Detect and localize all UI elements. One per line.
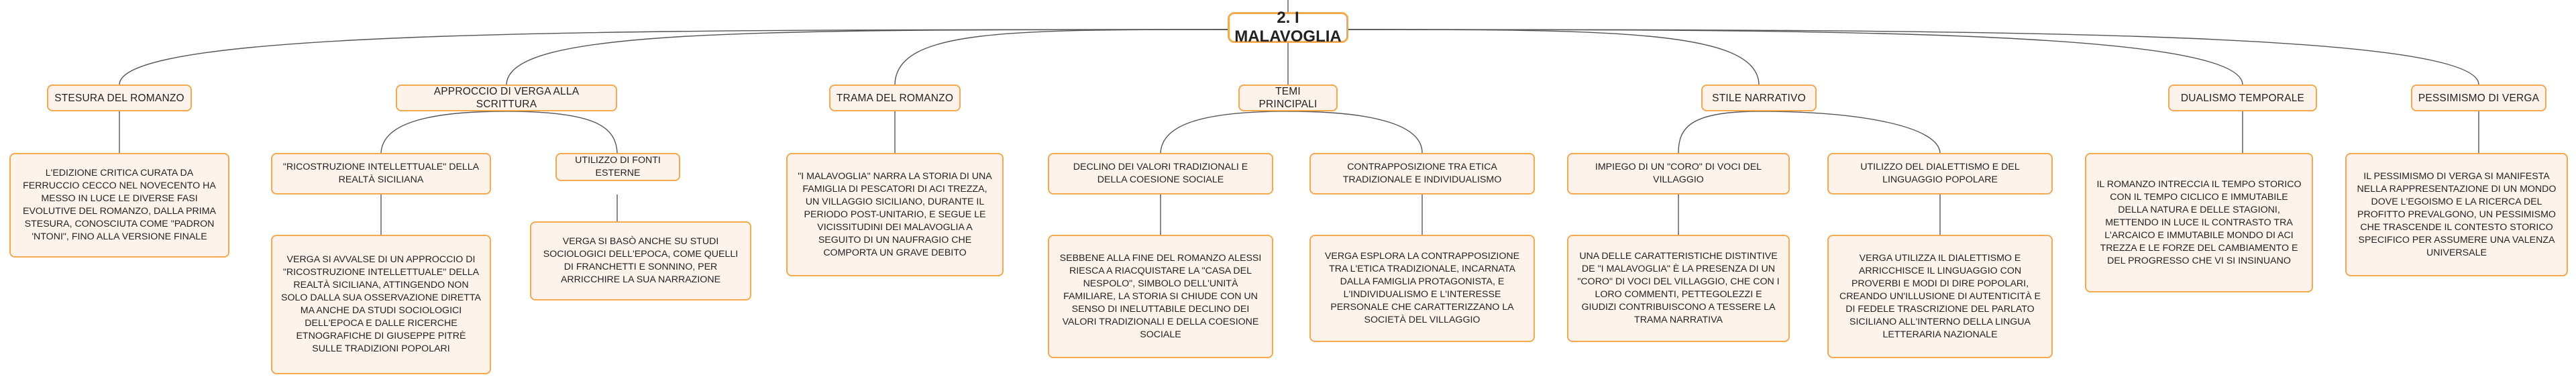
subtopic-ricostruzione[interactable]: "RICOSTRUZIONE INTELLETTUALE" DELLA REAL… bbox=[271, 153, 491, 195]
subtopic-dialettismo-title: UTILIZZO DEL DIALETTISMO E DEL LINGUAGGI… bbox=[1860, 162, 2020, 185]
category-pessimismo-title: PESSIMISMO DI VERGA bbox=[2418, 92, 2540, 104]
detail-declino[interactable]: Sebbene alla fine del romanzo Alessi rie… bbox=[1048, 235, 1273, 358]
subtopic-coro-title: IMPIEGO DI UN "CORO" DI VOCI DEL VILLAGG… bbox=[1595, 162, 1762, 185]
detail-ricostruzione-text: Verga si avvalse di un approccio di "ric… bbox=[280, 254, 482, 354]
category-stile[interactable]: STILE NARRATIVO bbox=[1701, 85, 1817, 111]
detail-stesura-text: L'edizione critica curata da Ferruccio C… bbox=[22, 168, 217, 242]
detail-pessimismo-text: Il pessimismo di Verga si manifesta nell… bbox=[2357, 170, 2557, 258]
category-dualismo-title: DUALISMO TEMPORALE bbox=[2180, 92, 2305, 104]
detail-coro[interactable]: Una delle caratteristiche distintive de … bbox=[1567, 235, 1790, 342]
detail-trama[interactable]: "I Malavoglia" narra la storia di una fa… bbox=[786, 153, 1004, 276]
detail-ricostruzione[interactable]: Verga si avvalse di un approccio di "ric… bbox=[271, 235, 491, 374]
detail-dualismo[interactable]: Il romanzo intreccia il tempo storico co… bbox=[2085, 153, 2313, 292]
category-stesura[interactable]: STESURA DEL ROMANZO bbox=[47, 85, 192, 111]
detail-dialettismo[interactable]: Verga utilizza il dialettismo e arricchi… bbox=[1827, 235, 2053, 358]
detail-contrapposizione[interactable]: Verga esplora la contrapposizione tra l'… bbox=[1309, 235, 1535, 342]
subtopic-dialettismo[interactable]: UTILIZZO DEL DIALETTISMO E DEL LINGUAGGI… bbox=[1827, 153, 2053, 195]
detail-fonti-esterne[interactable]: Verga si basò anche su studi sociologici… bbox=[530, 221, 751, 300]
subtopic-declino[interactable]: DECLINO DEI VALORI TRADIZIONALI E DELLA … bbox=[1048, 153, 1273, 195]
subtopic-contrapposizione-title: CONTRAPPOSIZIONE TRA ETICA TRADIZIONALE … bbox=[1342, 162, 1502, 185]
detail-trama-text: "I Malavoglia" narra la storia di una fa… bbox=[798, 170, 992, 258]
category-stile-title: STILE NARRATIVO bbox=[1712, 92, 1806, 104]
root-title: 2. I MALAVOGLIA bbox=[1234, 9, 1342, 46]
detail-dualismo-text: Il romanzo intreccia il tempo storico co… bbox=[2096, 178, 2302, 266]
detail-pessimismo[interactable]: Il pessimismo di Verga si manifesta nell… bbox=[2345, 153, 2568, 276]
category-trama[interactable]: TRAMA DEL ROMANZO bbox=[829, 85, 961, 111]
root-node[interactable]: 2. I MALAVOGLIA bbox=[1228, 9, 1348, 46]
category-stesura-title: STESURA DEL ROMANZO bbox=[54, 92, 184, 104]
category-dualismo[interactable]: DUALISMO TEMPORALE bbox=[2168, 85, 2317, 111]
subtopic-ricostruzione-title: "RICOSTRUZIONE INTELLETTUALE" DELLA REAL… bbox=[282, 162, 480, 185]
subtopic-fonti-esterne-title: UTILIZZO DI FONTI ESTERNE bbox=[575, 155, 661, 178]
category-trama-title: TRAMA DEL ROMANZO bbox=[836, 92, 954, 104]
category-approccio-title: APPROCCIO DI VERGA ALLA SCRITTURA bbox=[433, 86, 580, 110]
subtopic-declino-title: DECLINO DEI VALORI TRADIZIONALI E DELLA … bbox=[1073, 162, 1248, 185]
detail-contrapposizione-text: Verga esplora la contrapposizione tra l'… bbox=[1324, 251, 1520, 325]
category-approccio[interactable]: APPROCCIO DI VERGA ALLA SCRITTURA bbox=[396, 85, 617, 111]
category-pessimismo[interactable]: PESSIMISMO DI VERGA bbox=[2411, 85, 2546, 111]
detail-stesura[interactable]: L'edizione critica curata da Ferruccio C… bbox=[9, 153, 229, 258]
detail-dialettismo-text: Verga utilizza il dialettismo e arricchi… bbox=[1839, 252, 2041, 340]
detail-declino-text: Sebbene alla fine del romanzo Alessi rie… bbox=[1059, 252, 1262, 340]
detail-fonti-esterne-text: Verga si basò anche su studi sociologici… bbox=[543, 236, 739, 285]
subtopic-contrapposizione[interactable]: CONTRAPPOSIZIONE TRA ETICA TRADIZIONALE … bbox=[1309, 153, 1535, 195]
category-temi[interactable]: TEMI PRINCIPALI bbox=[1238, 85, 1338, 111]
detail-coro-text: Una delle caratteristiche distintive de … bbox=[1577, 251, 1780, 325]
category-temi-title: TEMI PRINCIPALI bbox=[1258, 86, 1318, 110]
subtopic-coro[interactable]: IMPIEGO DI UN "CORO" DI VOCI DEL VILLAGG… bbox=[1567, 153, 1790, 195]
subtopic-fonti-esterne[interactable]: UTILIZZO DI FONTI ESTERNE bbox=[555, 153, 680, 181]
